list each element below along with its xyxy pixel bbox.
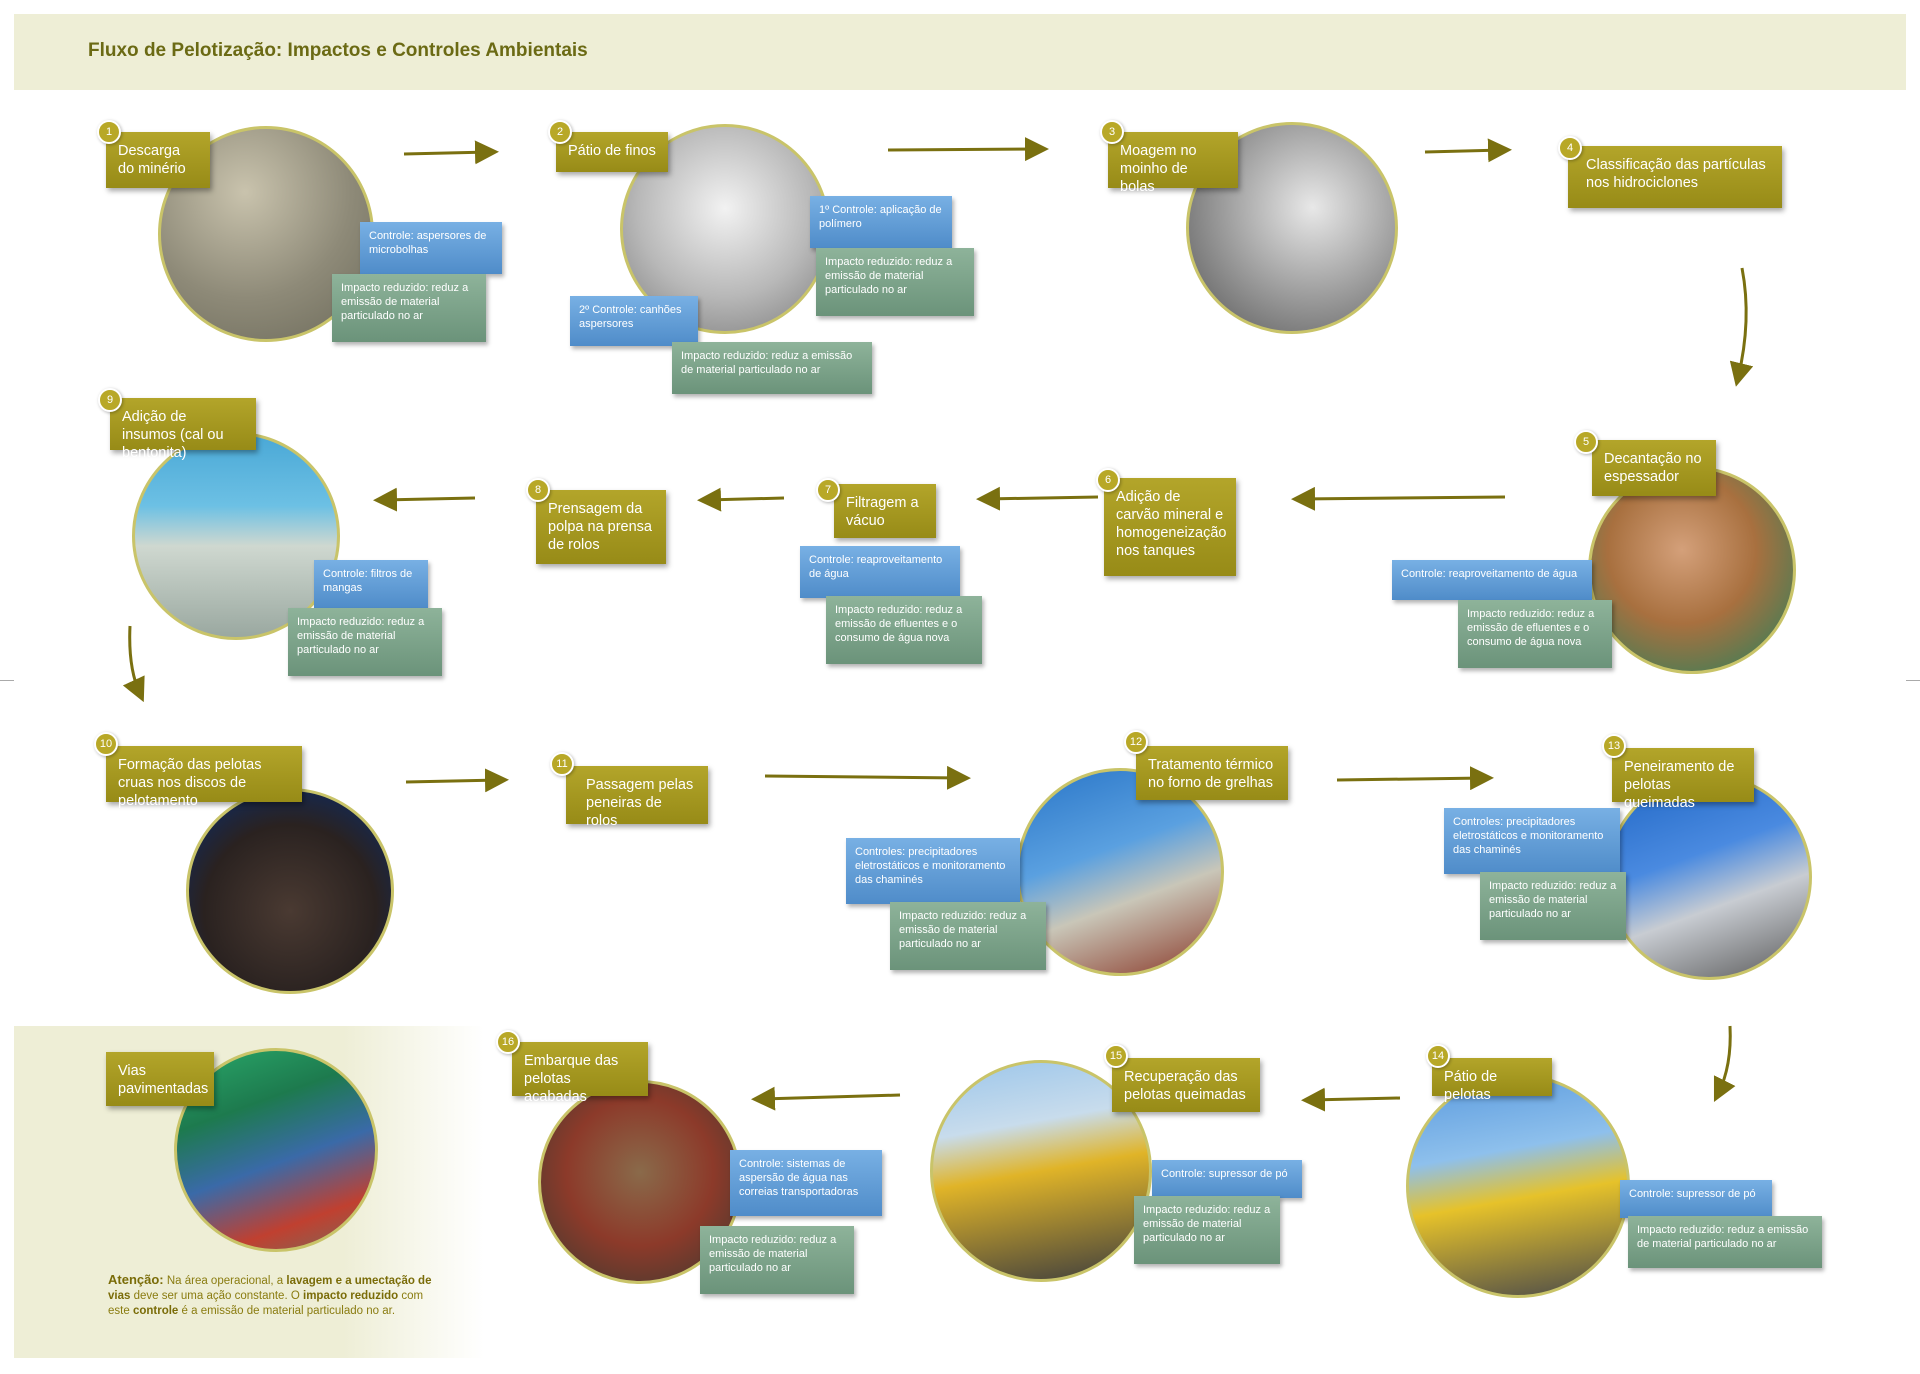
arrow-11-12: [764, 765, 971, 790]
step-7-number: 7: [816, 478, 840, 502]
arrow-4-5: [1729, 267, 1754, 387]
step-16-number: 16: [496, 1030, 520, 1054]
page-title: Fluxo de Pelotização: Impactos e Control…: [88, 40, 588, 61]
step-3-number: 3: [1100, 120, 1124, 144]
step-14-number: 14: [1426, 1044, 1450, 1068]
step-11-number: 11: [550, 752, 574, 776]
step-5-photo: [1588, 466, 1796, 674]
step-14-control: Controle: supressor de pó: [1620, 1180, 1772, 1218]
step-8-label: Prensagem da polpa na prensa de rolos: [536, 490, 666, 564]
step-7-control: Controle: reaproveitamento de água: [800, 546, 960, 598]
arrow-10-11: [405, 768, 509, 793]
step-5-control: Controle: reaproveitamento de água: [1392, 560, 1592, 600]
step-9-number: 9: [98, 388, 122, 412]
arrow-6-7: [976, 486, 1099, 511]
step-11-label: Passagem pelas peneiras de rolos: [566, 766, 708, 829]
step-2-control-2: 2º Controle: canhões aspersores: [570, 296, 698, 346]
step-1-control: Controle: aspersores de microbolhas: [360, 222, 502, 274]
step-5-number: 5: [1574, 430, 1598, 454]
step-15-label: Recuperação das pelotas queimadas: [1112, 1058, 1260, 1112]
step-14-label: Pátio de pelotas: [1432, 1058, 1552, 1103]
step-6-label: Adição de carvão mineral e homogeneizaçã…: [1104, 478, 1236, 576]
step-9-impact: Impacto reduzido: reduz a emissão de mat…: [288, 608, 442, 676]
vias-label: Vias pavimentadas: [106, 1052, 214, 1106]
arrow-8-9: [373, 487, 476, 512]
step-5-label: Decantação no espessador: [1592, 440, 1716, 496]
step-15-impact: Impacto reduzido: reduz a emissão de mat…: [1134, 1196, 1280, 1264]
step-2-impact-1: Impacto reduzido: reduz a emissão de mat…: [816, 248, 974, 316]
step-16-label: Embarque das pelotas acabadas: [512, 1042, 648, 1105]
arrow-5-6: [1291, 486, 1506, 511]
step-2-number: 2: [548, 120, 572, 144]
step-10-photo: [186, 788, 394, 994]
step-9-photo: [132, 432, 340, 640]
step-15-control: Controle: supressor de pó: [1152, 1160, 1302, 1198]
step-9-control: Controle: filtros de mangas: [314, 560, 428, 608]
arrow-3-4: [1424, 138, 1512, 163]
step-16-control: Controle: sistemas de aspersão de água n…: [730, 1150, 882, 1216]
step-1-number: 1: [97, 120, 121, 144]
arrow-12-13: [1336, 766, 1494, 791]
step-1-impact: Impacto reduzido: reduz a emissão de mat…: [332, 274, 486, 342]
arrow-1-2: [403, 140, 499, 165]
step-4-number: 4: [1558, 136, 1582, 160]
step-15-number: 15: [1104, 1044, 1128, 1068]
step-12-control: Controles: precipitadores eletrostáticos…: [846, 838, 1020, 904]
step-6-number: 6: [1096, 468, 1120, 492]
arrow-15-16: [751, 1086, 901, 1111]
arrow-7-8: [697, 487, 785, 512]
step-2-label: Pátio de finos: [556, 132, 668, 172]
arrow-2-3: [887, 137, 1049, 162]
arrow-14-15: [1301, 1087, 1401, 1112]
step-13-label: Peneiramento de pelotas queimadas: [1612, 748, 1754, 811]
crop-mark: [0, 680, 14, 681]
step-4-label: Classificação das partículas nos hidroci…: [1568, 146, 1782, 208]
step-1-label: Descarga do minério: [106, 132, 210, 188]
step-13-control: Controles: precipitadores eletrostáticos…: [1444, 808, 1620, 874]
step-3-label: Moagem no moinho de bolas: [1108, 132, 1238, 195]
step-14-photo: [1406, 1074, 1630, 1298]
attention-note: Atenção: Na área operacional, a lavagem …: [108, 1272, 432, 1317]
step-14-impact: Impacto reduzido: reduz a emissão de mat…: [1628, 1216, 1822, 1268]
step-7-label: Filtragem a vácuo: [834, 484, 936, 538]
step-13-photo: [1606, 774, 1812, 980]
arrow-9-10: [122, 625, 145, 703]
crop-mark: [1906, 680, 1920, 681]
step-12-label: Tratamento térmico no forno de grelhas: [1136, 746, 1288, 800]
step-16-impact: Impacto reduzido: reduz a emissão de mat…: [700, 1226, 854, 1294]
step-13-number: 13: [1602, 734, 1626, 758]
step-12-number: 12: [1124, 730, 1148, 754]
step-10-number: 10: [94, 732, 118, 756]
step-5-impact: Impacto reduzido: reduz a emissão de efl…: [1458, 600, 1612, 668]
arrow-13-14: [1713, 1025, 1736, 1103]
step-7-impact: Impacto reduzido: reduz a emissão de efl…: [826, 596, 982, 664]
step-2-control-1: 1º Controle: aplicação de polímero: [810, 196, 952, 248]
step-12-impact: Impacto reduzido: reduz a emissão de mat…: [890, 902, 1046, 970]
step-8-number: 8: [526, 478, 550, 502]
header-band: [14, 14, 1906, 90]
step-13-impact: Impacto reduzido: reduz a emissão de mat…: [1480, 872, 1626, 940]
step-2-impact-2: Impacto reduzido: reduz a emissão de mat…: [672, 342, 872, 394]
step-10-label: Formação das pelotas cruas nos discos de…: [106, 746, 302, 809]
step-9-label: Adição de insumos (cal ou bentonita): [110, 398, 256, 461]
